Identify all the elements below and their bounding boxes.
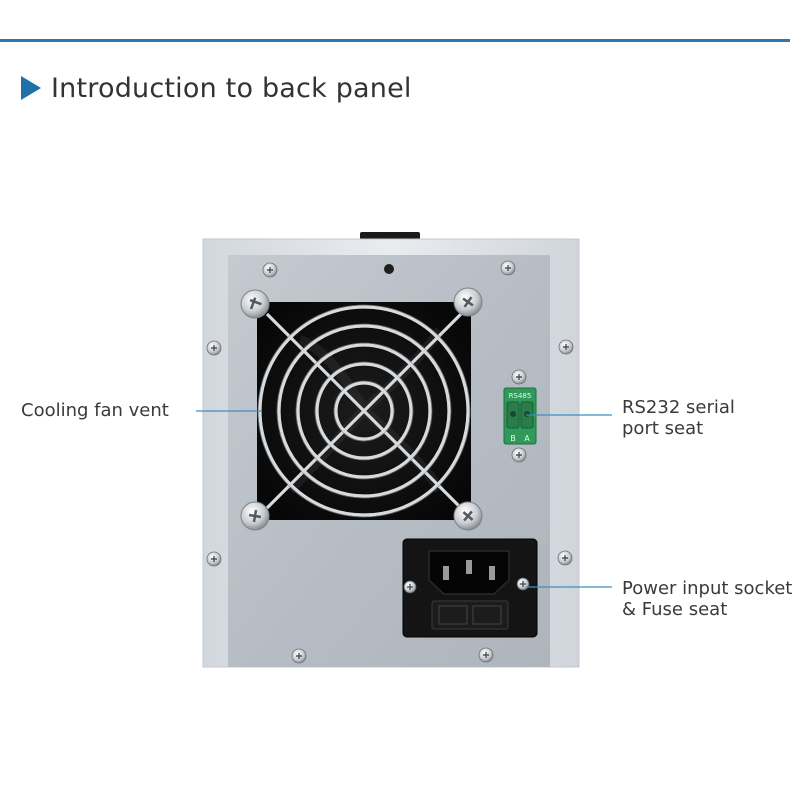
power-socket — [402, 538, 538, 638]
mounting-hole — [384, 264, 394, 274]
top-divider-line — [0, 39, 790, 42]
callout-line: Cooling fan vent — [21, 400, 169, 421]
fan-screws — [240, 287, 483, 531]
callout-line: RS232 serial — [622, 397, 735, 418]
callout-power-input: Power input socket & Fuse seat — [622, 578, 792, 620]
connector-pin-b: B — [510, 434, 516, 443]
callout-cooling-fan: Cooling fan vent — [21, 400, 169, 421]
panel-screws — [206, 260, 574, 664]
callout-line: port seat — [622, 418, 704, 439]
callout-line: & Fuse seat — [622, 599, 728, 620]
connector-pin-a: A — [524, 434, 530, 443]
callout-line: Power input socket — [622, 578, 793, 599]
fan-grille — [258, 305, 470, 517]
callout-rs232: RS232 serial port seat — [622, 397, 735, 439]
page-title: Introduction to back panel — [51, 72, 412, 104]
play-triangle-icon — [21, 76, 41, 100]
rs485-connector: RS485 B A — [503, 369, 537, 463]
section-heading: Introduction to back panel — [19, 70, 412, 106]
connector-top-text: RS485 — [509, 392, 532, 400]
